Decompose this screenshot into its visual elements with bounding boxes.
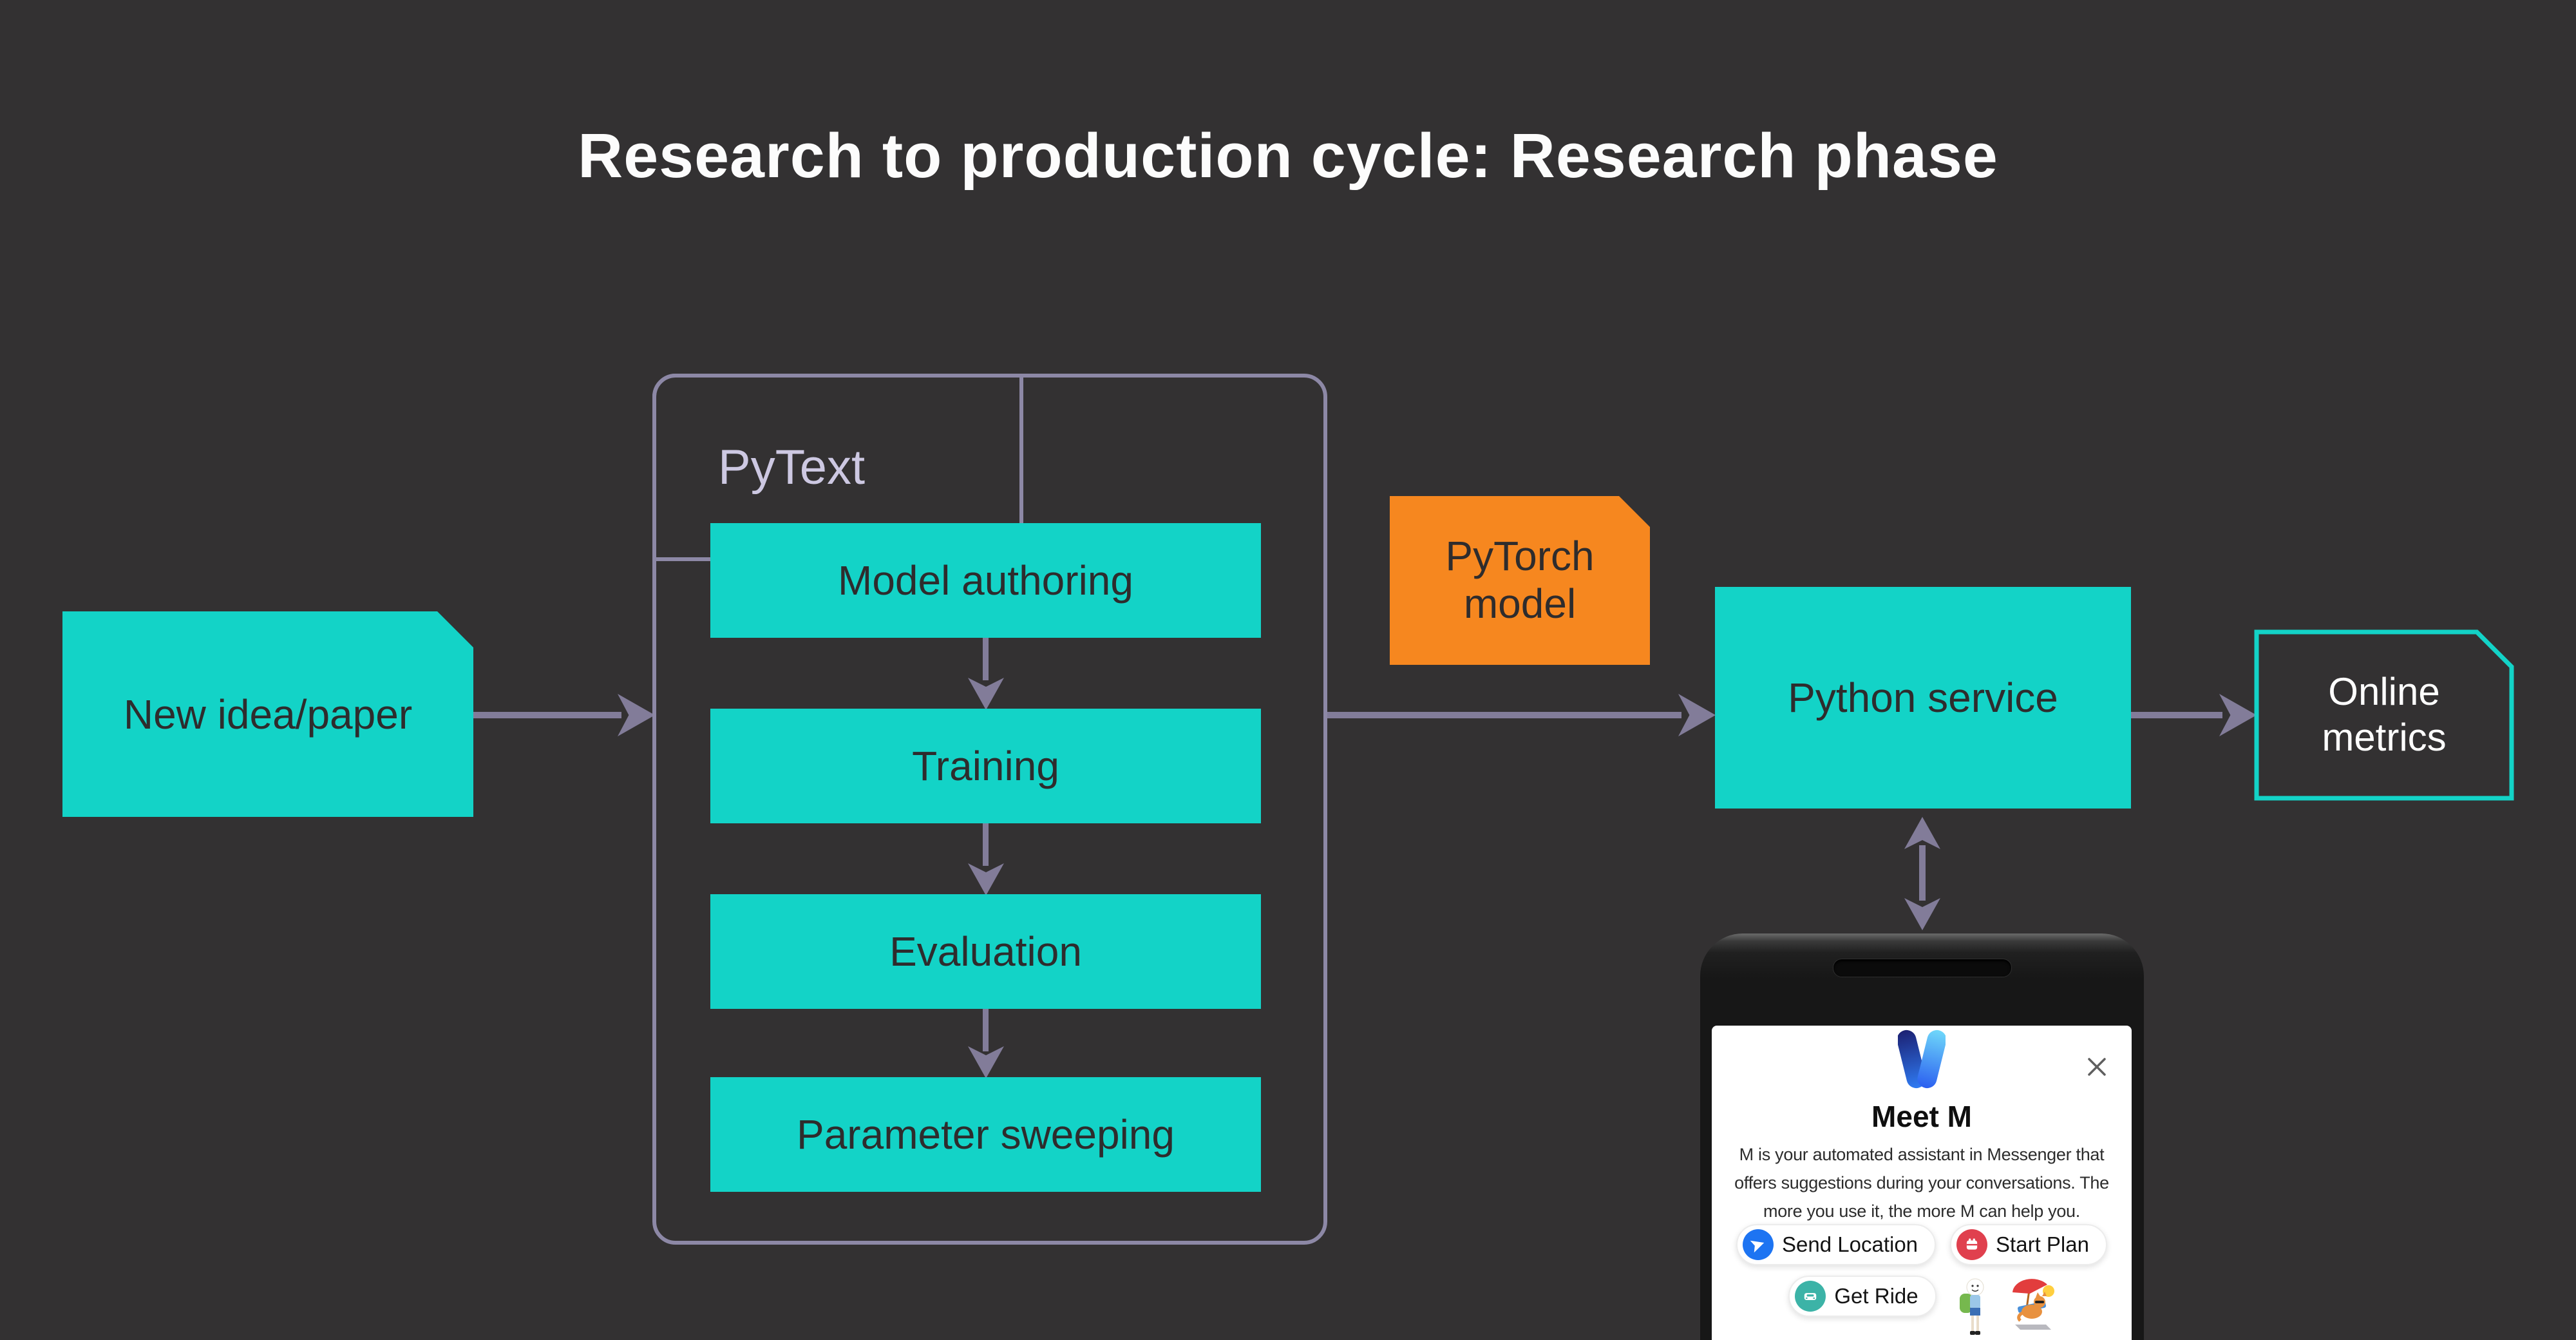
step-label: Parameter sweeping: [797, 1111, 1175, 1158]
step-label: Training: [912, 743, 1059, 789]
arrowhead-down-icon: [1904, 898, 1940, 930]
suggestion-row: Get Ride: [1712, 1276, 2132, 1340]
arrowhead-down-icon: [968, 678, 1004, 710]
node-python-service: Python service: [1715, 587, 2131, 809]
assistant-heading: Meet M: [1871, 1100, 1972, 1133]
arrowhead-up-icon: [1904, 817, 1940, 849]
step-evaluation: Evaluation: [710, 894, 1261, 1009]
node-label: Online metrics: [2322, 670, 2447, 759]
page-title: Research to production cycle: Research p…: [578, 120, 1998, 191]
node-label: Python service: [1788, 675, 2058, 721]
connector-pytext-service: [1327, 712, 1681, 718]
arrowhead-right-icon: [2219, 694, 2257, 736]
button-label: Start Plan: [1996, 1232, 2089, 1256]
connector-step: [983, 638, 989, 680]
connector-step: [983, 823, 989, 866]
fox-beach-sticker: [2010, 1276, 2055, 1334]
suggestion-row: Send Location Start Plan: [1712, 1224, 2132, 1265]
node-label: New idea/paper: [123, 691, 413, 738]
messenger-m-logo-icon: [1897, 1028, 1947, 1093]
node-pytorch-model: PyTorch model: [1390, 496, 1650, 665]
start-plan-icon: [1956, 1229, 1988, 1260]
connector-service-phone: [1919, 845, 1926, 901]
node-online-metrics: Online metrics: [2254, 629, 2514, 801]
send-location-icon: [1743, 1229, 1774, 1260]
node-label: PyTorch model: [1445, 533, 1595, 627]
phone-screen: Meet M M is your automated assistant in …: [1712, 1026, 2132, 1340]
connector-step: [983, 1009, 989, 1051]
get-ride-button[interactable]: Get Ride: [1788, 1276, 1937, 1317]
finn-character-sticker: [1958, 1276, 1988, 1340]
arrowhead-right-icon: [1678, 694, 1716, 736]
node-new-idea-paper: New idea/paper: [62, 611, 473, 817]
button-label: Send Location: [1782, 1232, 1918, 1256]
connector-service-metrics: [2131, 712, 2222, 718]
step-label: Evaluation: [889, 928, 1082, 975]
get-ride-icon: [1795, 1281, 1826, 1312]
connector-newidea-pytext: [473, 712, 621, 718]
beveled-outline-icon: [2254, 629, 2514, 801]
close-icon[interactable]: [2084, 1054, 2110, 1080]
send-location-button[interactable]: Send Location: [1736, 1224, 1937, 1265]
assistant-description: M is your automated assistant in Messeng…: [1734, 1145, 2109, 1221]
phone-speaker: [1833, 959, 2012, 977]
step-parameter-sweeping: Parameter sweeping: [710, 1077, 1261, 1192]
button-label: Get Ride: [1834, 1284, 1918, 1308]
step-training: Training: [710, 709, 1261, 823]
pytext-label: PyText: [718, 440, 866, 495]
step-label: Model authoring: [838, 557, 1133, 604]
phone-mockup: Meet M M is your automated assistant in …: [1700, 933, 2144, 1340]
pytext-container: PyText Model authoring Training Evaluati…: [652, 374, 1327, 1245]
arrowhead-right-icon: [618, 694, 655, 736]
start-plan-button[interactable]: Start Plan: [1950, 1224, 2107, 1265]
arrowhead-down-icon: [968, 863, 1004, 895]
step-model-authoring: Model authoring: [710, 523, 1261, 638]
